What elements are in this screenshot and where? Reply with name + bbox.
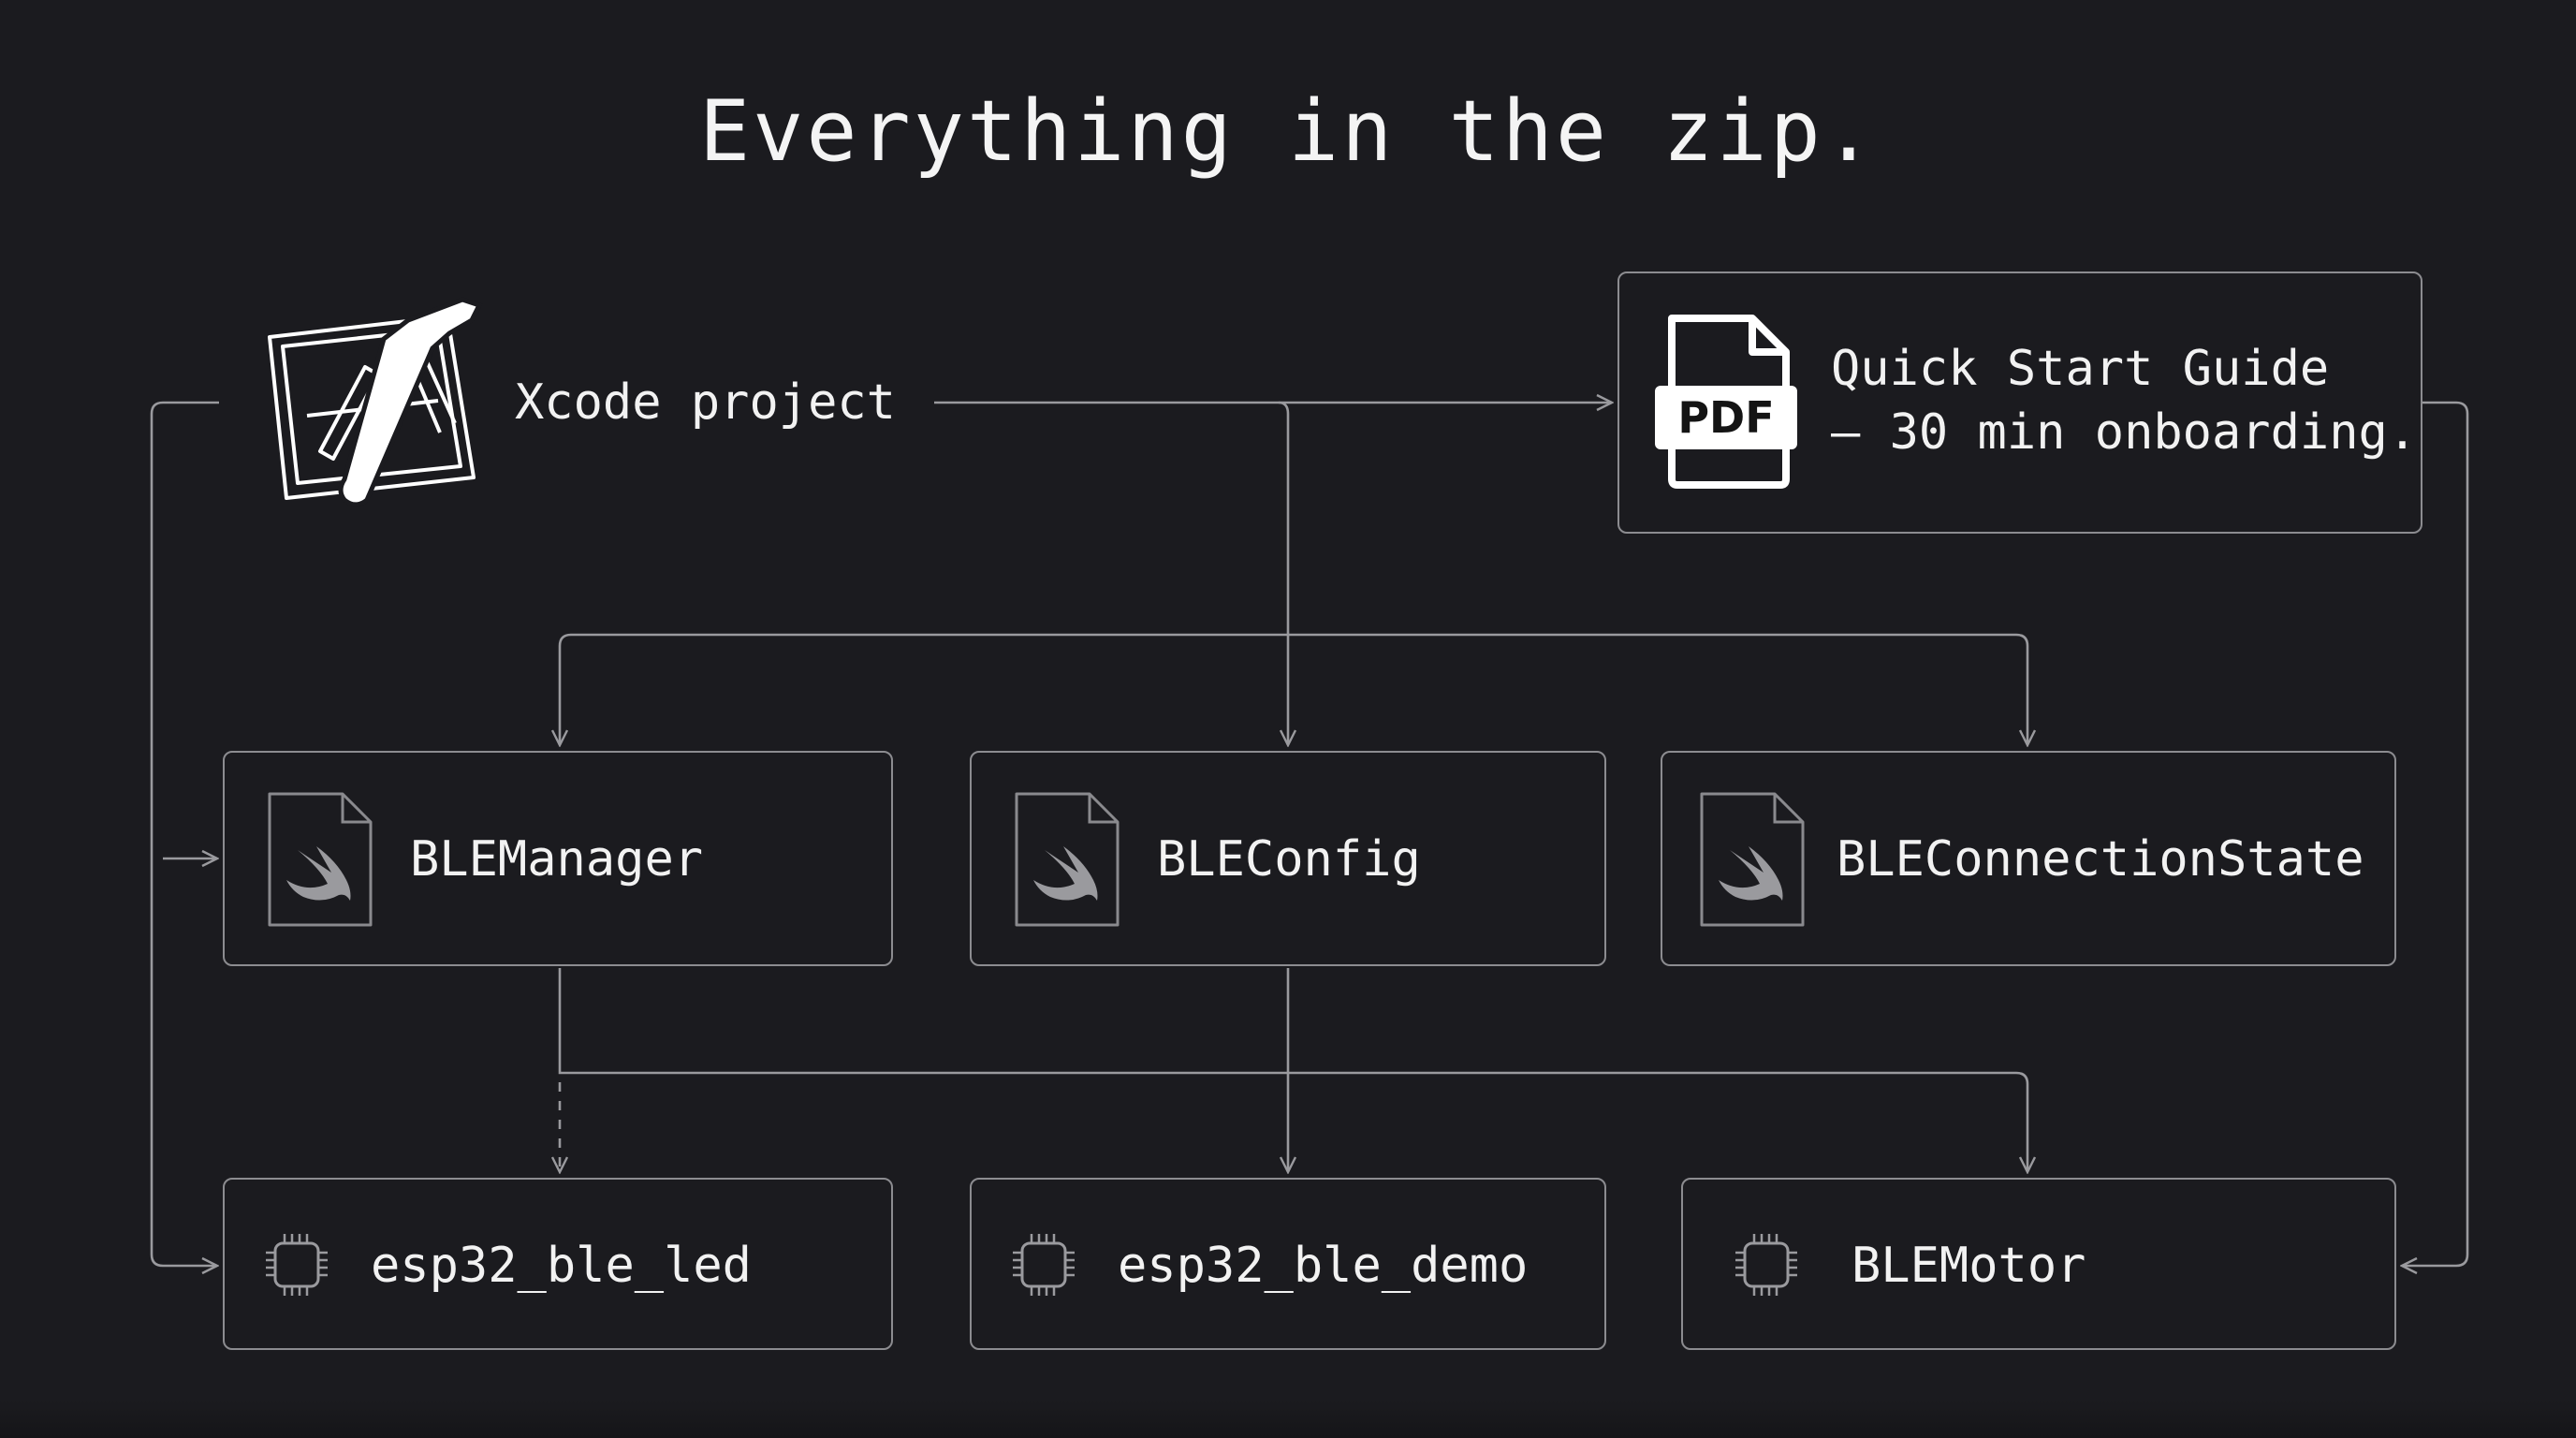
swift-bus [558,968,2016,1075]
swift-file-icon [268,792,373,927]
swift-file-icon [1015,792,1120,927]
firmware-label: esp32_ble_led [371,1238,752,1294]
xcode-left-bus [150,401,219,1266]
firmware-card[interactable] [223,1178,893,1350]
swift-file-card[interactable] [223,751,893,966]
guide-title: Quick Start Guide [1831,341,2330,397]
xcode-project-label: Xcode project [515,374,896,431]
swift-file-label: BLEConfig [1157,831,1421,888]
arrow-to-bleconnectionstate [2015,633,2027,745]
firmware-label: BLEMotor [1852,1238,2086,1294]
swift-file-card[interactable] [1661,751,2396,966]
trunk-to-swift [1278,401,1290,635]
guide-to-blemotor-arrow [2402,401,2469,1266]
firmware-card[interactable] [970,1178,1606,1350]
arrow-to-blemotor [2015,1071,2027,1172]
swift-file-label: BLEConnectionState [1837,831,2364,888]
chip-icon [266,1234,328,1296]
arrow-to-blemanager [560,633,571,745]
pdf-badge: PDF [1655,386,1797,449]
chip-icon [1013,1234,1075,1296]
swift-file-label: BLEManager [410,831,704,888]
guide-subtitle: – 30 min onboarding. [1831,404,2418,461]
firmware-card[interactable] [1681,1178,2396,1350]
firmware-label: esp32_ble_demo [1118,1238,1529,1294]
swift-file-icon [1700,792,1805,927]
page-title: Everything in the zip. [698,82,1878,181]
xcode-hammer-icon [268,297,483,507]
chip-icon [1735,1234,1797,1296]
